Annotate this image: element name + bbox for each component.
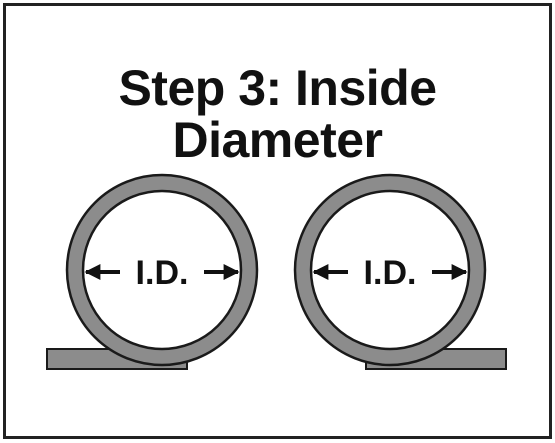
pipe-right-bore [309, 189, 471, 351]
pipe-left: I.D. [46, 173, 259, 370]
pipe-right-id-label: I.D. [364, 254, 417, 292]
title-line-2: Diameter [172, 112, 384, 168]
pipe-left-id-label: I.D. [136, 254, 189, 292]
title-line-1: Step 3: Inside [118, 60, 437, 116]
pipe-right: I.D. [293, 173, 507, 370]
page-title: Step 3: Inside Diameter [0, 62, 555, 166]
pipe-left-bore [81, 189, 243, 351]
